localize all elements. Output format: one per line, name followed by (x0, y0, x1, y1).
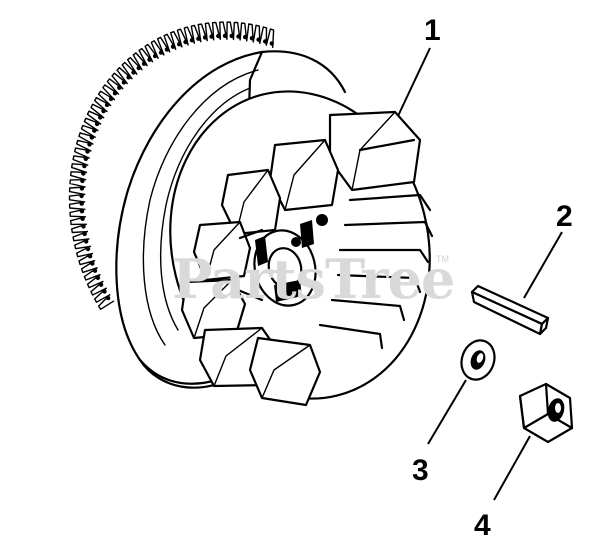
flywheel-key-part (470, 284, 550, 336)
gear-tooth-shade (79, 209, 85, 214)
gear-tooth-shade (98, 115, 103, 120)
gear-tooth-shade (209, 34, 214, 39)
gear-tooth-shade (202, 35, 208, 40)
flywheel-nut-part (518, 382, 574, 444)
gear-tooth-shade (79, 186, 85, 191)
gear-tooth-shade (112, 91, 118, 96)
gear-tooth-shade (85, 149, 90, 154)
gear-tooth-shade (222, 33, 228, 38)
gear-tooth-shade (108, 96, 114, 102)
gear-tooth-shade (89, 135, 95, 140)
washer-part (460, 339, 496, 381)
callout-3-label: 3 (412, 454, 429, 487)
callout-4-leader (493, 435, 531, 501)
callout-2-leader (523, 231, 563, 299)
gear-tooth-shade (177, 42, 182, 47)
gear-tooth-shade (101, 108, 106, 114)
gear-tooth-shade (141, 61, 147, 66)
gear-tooth-shade (256, 37, 261, 42)
gear-tooth-shade (269, 41, 274, 46)
gear-tooth-shade (94, 121, 100, 127)
gear-tooth-shade (82, 163, 87, 169)
gear-tooth-shade (236, 34, 241, 39)
flywheel-ring-gear-teeth (68, 21, 275, 310)
gear-tooth-shade (79, 201, 84, 206)
gear-tooth-shade (82, 231, 87, 237)
gear-tooth-shade (85, 246, 91, 252)
gear-tooth-shade (136, 65, 141, 71)
gear-tooth-outline (68, 21, 275, 310)
gear-tooth-shade (196, 36, 201, 41)
gear-tooth-shade (98, 282, 104, 287)
gear-tooth-shade (81, 171, 86, 176)
gear-tooth-shade (104, 102, 110, 108)
gear-tooth-shade (92, 268, 98, 273)
gear-tooth-shade (92, 128, 97, 133)
gear-tooth-shade (95, 275, 101, 280)
gear-tooth-shade (126, 75, 131, 80)
gear-tooth-shade (87, 254, 93, 259)
gear-tooth-shade (189, 38, 195, 43)
gear-tooth-shade (105, 295, 111, 301)
gear-tooth-shade (117, 85, 122, 90)
gear-tooth-shade (79, 193, 84, 199)
gear-tooth-shade (263, 39, 268, 44)
gear-tooth-shade (83, 156, 89, 161)
gear-tooth-shade (102, 289, 107, 294)
callout-3-leader (427, 379, 467, 445)
callout-4-label: 4 (474, 509, 491, 542)
gear-tooth-shade (121, 80, 127, 85)
gear-tooth-shade (249, 36, 255, 41)
flywheel-part (68, 21, 434, 407)
gear-tooth-shade (84, 239, 89, 244)
gear-tooth-shade (243, 34, 248, 40)
gear-tooth-shade (183, 39, 188, 45)
gear-tooth-shade (216, 33, 221, 39)
gear-tooth-shade (80, 178, 85, 184)
gear-tooth-shade (158, 50, 164, 55)
callout-2-label: 2 (556, 200, 573, 233)
gear-tooth-shade (170, 44, 176, 49)
callout-1-label: 1 (424, 14, 441, 47)
watermark-trademark: TM (436, 254, 449, 264)
gear-tooth-shade (152, 53, 158, 59)
gear-tooth-shade (87, 142, 92, 147)
flywheel-cooling-fins (180, 110, 434, 407)
gear-tooth-shade (229, 33, 234, 39)
gear-tooth-shade (80, 216, 85, 221)
gear-tooth-shade (81, 224, 86, 229)
gear-tooth-shade (164, 47, 170, 52)
gear-tooth-shade (131, 70, 136, 75)
watermark-logo-text: PartsTree (172, 247, 454, 311)
gear-tooth-shade (147, 57, 152, 62)
callout-1-leader (397, 47, 431, 117)
gear-tooth-shade (90, 261, 95, 266)
